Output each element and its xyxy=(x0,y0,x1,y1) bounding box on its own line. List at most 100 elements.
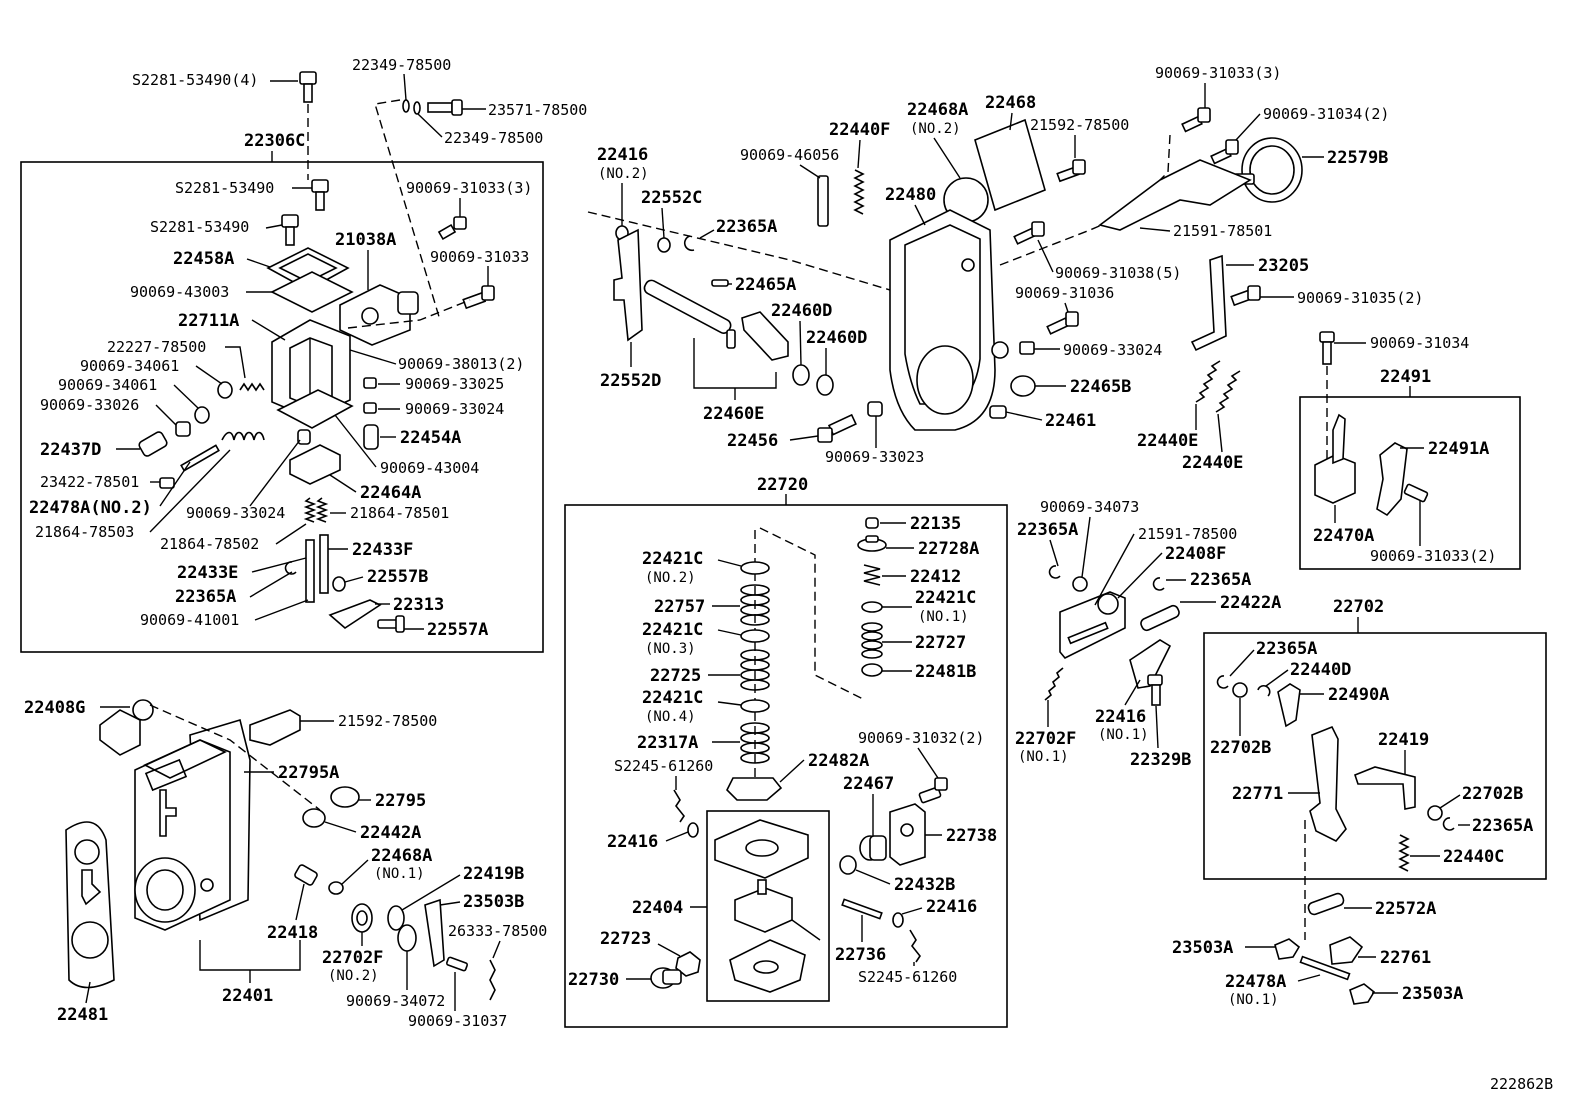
label-21864-78501: 21864-78501 xyxy=(350,504,449,522)
clip-22365a-mid xyxy=(683,235,695,252)
leader xyxy=(857,139,861,169)
label-22470a: 22470A xyxy=(1313,526,1374,546)
washers-22349 xyxy=(402,99,421,115)
valve-22467 xyxy=(859,835,887,861)
label-23503b: 23503B xyxy=(463,892,524,912)
label-90069-33023: 90069-33023 xyxy=(825,448,924,466)
leader xyxy=(1235,113,1261,141)
label-90069-31033-2: 90069-31033(2) xyxy=(1370,547,1496,565)
label-22460d-b: 22460D xyxy=(806,328,867,348)
label-22771: 22771 xyxy=(1232,784,1283,804)
label-no2-b: (NO.2) xyxy=(910,121,961,137)
spring-22227 xyxy=(239,382,265,392)
group-box-governor-cover xyxy=(20,161,544,653)
label-22404: 22404 xyxy=(632,898,683,918)
bracket-21592-78500-b xyxy=(249,709,301,746)
label-no3: (NO.3) xyxy=(645,641,696,657)
spring-22702f-no1 xyxy=(1044,667,1064,701)
bolt-s2281-top xyxy=(299,71,317,103)
leader xyxy=(779,759,805,783)
label-22416-c: 22416 xyxy=(607,832,658,852)
leader xyxy=(417,113,443,138)
leader xyxy=(341,859,369,885)
label-22467: 22467 xyxy=(843,774,894,794)
label-s2281-53490-a: S2281-53490 xyxy=(175,179,274,197)
washer-22419b xyxy=(387,905,405,931)
bracket-23205 xyxy=(1190,254,1227,352)
label-22313: 22313 xyxy=(393,595,444,615)
label-90069-34061-b: 90069-34061 xyxy=(58,376,157,394)
seat-22482a xyxy=(726,777,783,801)
bolt-23422 xyxy=(159,477,175,489)
bolt-90069-31034-2 xyxy=(1210,139,1239,165)
pin-22572a xyxy=(1307,892,1345,916)
washer-90069-34073 xyxy=(1072,576,1088,592)
label-no1-e: (NO.1) xyxy=(374,866,425,882)
label-22349-78500-top: 22349-78500 xyxy=(352,56,451,74)
seat-22728a xyxy=(857,535,887,552)
leader xyxy=(195,365,223,385)
label-23503a-a: 23503A xyxy=(1172,938,1233,958)
washer-22416-d xyxy=(892,912,904,928)
lever-22416-no1 xyxy=(1129,639,1172,689)
spring-21864-78502 xyxy=(303,497,317,523)
label-22419b: 22419B xyxy=(463,864,524,884)
label-22552d: 22552D xyxy=(600,371,661,391)
leader xyxy=(661,207,665,239)
label-22481: 22481 xyxy=(57,1005,108,1025)
oring-22468a-no1 xyxy=(328,881,344,895)
pin-22736 xyxy=(841,898,883,920)
actuator-22579b xyxy=(1233,137,1303,203)
label-22440e-b: 22440E xyxy=(1182,453,1243,473)
label-22557a: 22557A xyxy=(427,620,488,640)
label-90069-31038-5: 90069-31038(5) xyxy=(1055,264,1181,282)
clip-22761 xyxy=(1329,936,1364,965)
label-90069-31036: 90069-31036 xyxy=(1015,284,1114,302)
leader xyxy=(1265,669,1289,687)
leader xyxy=(295,883,305,921)
bushing-22702f-no2 xyxy=(351,903,373,933)
clip-s2245-b xyxy=(909,929,921,963)
bolt-21592-78500 xyxy=(1056,159,1086,183)
spring-22440c xyxy=(1398,834,1410,872)
label-90069-43003: 90069-43003 xyxy=(130,283,229,301)
leader xyxy=(401,874,461,911)
bolt-90069-31037 xyxy=(445,956,469,972)
group-label-22702: 22702 xyxy=(1333,597,1384,617)
dash-line xyxy=(374,99,441,321)
leader xyxy=(699,229,715,239)
label-21591-78500: 21591-78500 xyxy=(1138,525,1237,543)
label-22491a: 22491A xyxy=(1428,439,1489,459)
leader xyxy=(249,439,301,507)
label-23571-78500: 23571-78500 xyxy=(488,101,587,119)
washer-22460d-b xyxy=(816,374,834,396)
washer-90069-34061-a xyxy=(217,381,233,399)
label-22349-78500-b: 22349-78500 xyxy=(444,129,543,147)
bolt-s2281-a xyxy=(311,179,329,211)
plug-22418 xyxy=(294,864,318,886)
label-s2245-61260-a: S2245-61260 xyxy=(614,757,713,775)
label-22702f-no2: 22702F xyxy=(322,948,383,968)
label-22702f-no1: 22702F xyxy=(1015,729,1076,749)
nut-22723 xyxy=(675,951,701,977)
label-90069-43004: 90069-43004 xyxy=(380,459,479,477)
label-no1-a: (NO.1) xyxy=(918,609,969,625)
leader xyxy=(439,901,461,906)
leader xyxy=(1229,649,1255,677)
housing-22401 xyxy=(134,739,231,931)
bracket-21591-78501 xyxy=(1098,159,1252,231)
clip-22365a-r2 xyxy=(1152,577,1165,591)
label-22227-78500: 22227-78500 xyxy=(107,338,206,356)
label-s2281-53490-4: S2281-53490(4) xyxy=(132,71,258,89)
washer-22702b-b xyxy=(1427,805,1443,821)
label-22702b-b: 22702B xyxy=(1462,784,1523,804)
label-22468: 22468 xyxy=(985,93,1036,113)
label-22795a: 22795A xyxy=(278,763,339,783)
inner-box-22404 xyxy=(706,810,830,1002)
label-22730: 22730 xyxy=(568,970,619,990)
leader xyxy=(329,474,357,493)
leader xyxy=(492,940,501,959)
label-no4: (NO.4) xyxy=(645,709,696,725)
leader xyxy=(85,981,91,1004)
bolt-23571 xyxy=(427,99,463,116)
